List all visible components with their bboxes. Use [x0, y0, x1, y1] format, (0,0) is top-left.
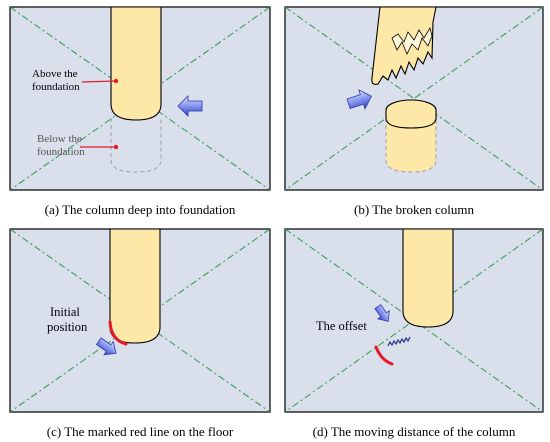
panel-b-caption: (b) The broken column — [354, 202, 474, 217]
panel-d-red-mark — [374, 345, 394, 366]
panel-a-caption: (a) The column deep into foundation — [45, 202, 236, 217]
panel-c-label-line2: position — [47, 320, 88, 334]
panel-a-column-above — [110, 7, 162, 121]
push-arrow-down-right-icon — [95, 337, 117, 356]
panel-c-red-mark — [108, 320, 128, 346]
push-arrow-right-icon — [346, 89, 372, 110]
panel-c: Initial position (c) The marked red line… — [9, 228, 271, 439]
panel-a-column-below-outline — [110, 118, 162, 173]
panel-a-leader-above-dot — [113, 78, 119, 84]
panel-a: Above the foundation Below the foundatio… — [9, 6, 271, 217]
panel-b-column-stump-outline — [385, 118, 437, 173]
panel-b-break-surface — [391, 26, 433, 55]
panel-d-column — [402, 229, 454, 328]
panel-a-label-above-line2: foundation — [32, 81, 80, 93]
push-arrow-down-right-icon — [374, 304, 390, 322]
push-arrow-left-icon — [177, 95, 203, 117]
panel-d: The offset (d) The moving distance of th… — [284, 228, 544, 439]
panel-a-label-above-line1: Above the — [32, 68, 78, 80]
panel-c-caption: (c) The marked red line on the floor — [47, 424, 234, 439]
panel-d-offset-spring — [387, 336, 411, 347]
panel-b-stump-side — [385, 110, 437, 129]
panel-a-label-below-line1: Below the — [37, 133, 82, 145]
panel-a-label-below-line2: foundation — [37, 146, 85, 158]
panel-d-caption: (d) The moving distance of the column — [313, 424, 516, 439]
panel-a-leader-below-dot — [113, 144, 119, 150]
panel-d-label: The offset — [316, 319, 367, 333]
panel-a-leader-above — [81, 80, 117, 83]
panel-b: (b) The broken column — [284, 6, 544, 217]
panel-c-label-line1: Initial — [50, 305, 80, 319]
panel-c-column — [109, 229, 161, 344]
